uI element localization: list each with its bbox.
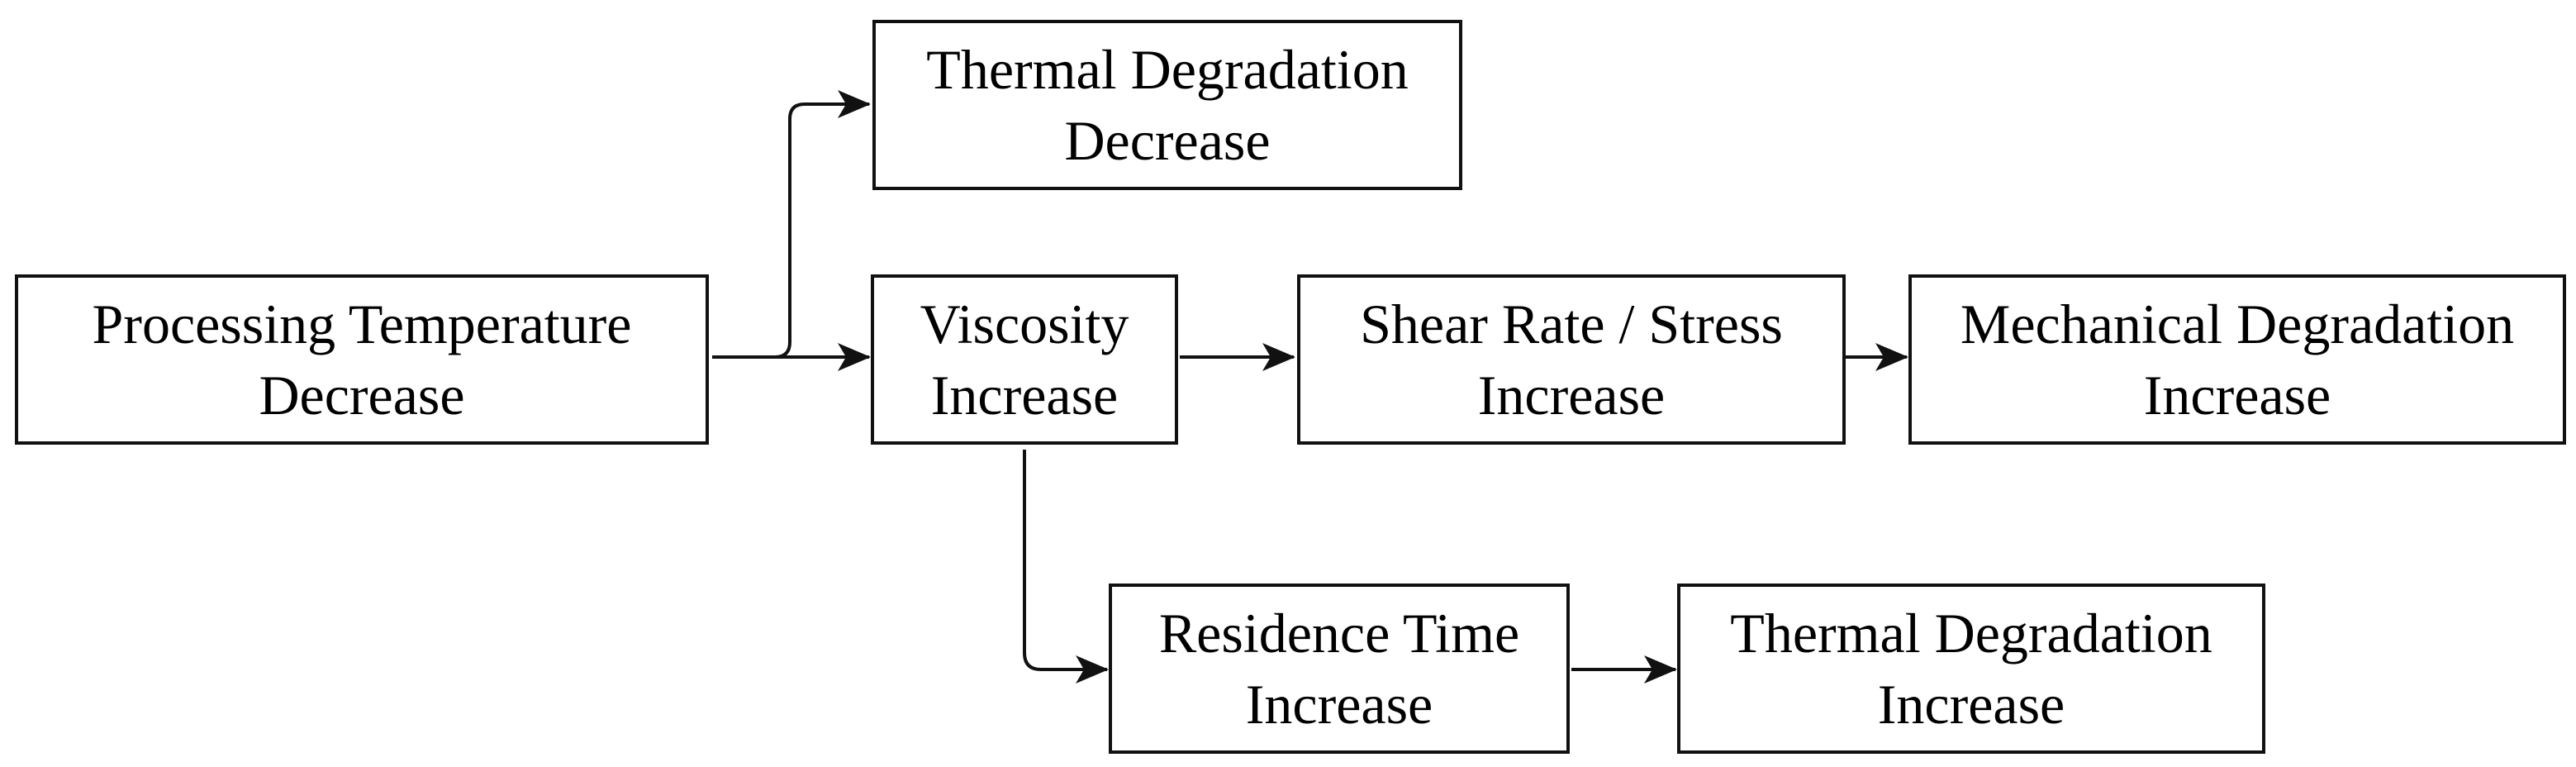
node-thermal-degradation-decrease: Thermal Degradation Decrease (872, 20, 1462, 190)
node-mechanical-degradation-increase: Mechanical Degradation Increase (1908, 274, 2566, 445)
node-label-line-2: Increase (1245, 673, 1433, 736)
node-label-line-1: Thermal Degradation (1730, 602, 2212, 665)
node-processing-temperature-decrease: Processing Temperature Decrease (15, 274, 709, 445)
edge-viscosity-to-residence-time (1023, 450, 1109, 684)
edge-processing-to-thermal-degradation-decrease (712, 90, 871, 359)
node-label-line-1: Thermal Degradation (926, 38, 1409, 101)
node-label-line-1: Processing Temperature (92, 293, 632, 355)
node-label-line-2: Decrease (1064, 109, 1271, 172)
node-label-line-2: Increase (930, 364, 1119, 426)
node-label-line-1: Viscosity (920, 293, 1129, 355)
node-label-line-1: Shear Rate / Stress (1360, 293, 1783, 355)
node-label-line-2: Increase (1877, 673, 2065, 736)
node-shear-rate-stress-increase: Shear Rate / Stress Increase (1297, 274, 1846, 445)
node-viscosity-increase: Viscosity Increase (871, 274, 1178, 445)
node-label-line-2: Increase (2143, 364, 2331, 426)
node-residence-time-increase: Residence Time Increase (1109, 584, 1570, 754)
node-label-line-1: Mechanical Degradation (1960, 293, 2515, 355)
node-label-line-1: Residence Time (1158, 602, 1520, 665)
node-thermal-degradation-increase: Thermal Degradation Increase (1677, 584, 2265, 754)
node-label-line-2: Decrease (259, 364, 465, 426)
node-label-line-2: Increase (1477, 364, 1666, 426)
